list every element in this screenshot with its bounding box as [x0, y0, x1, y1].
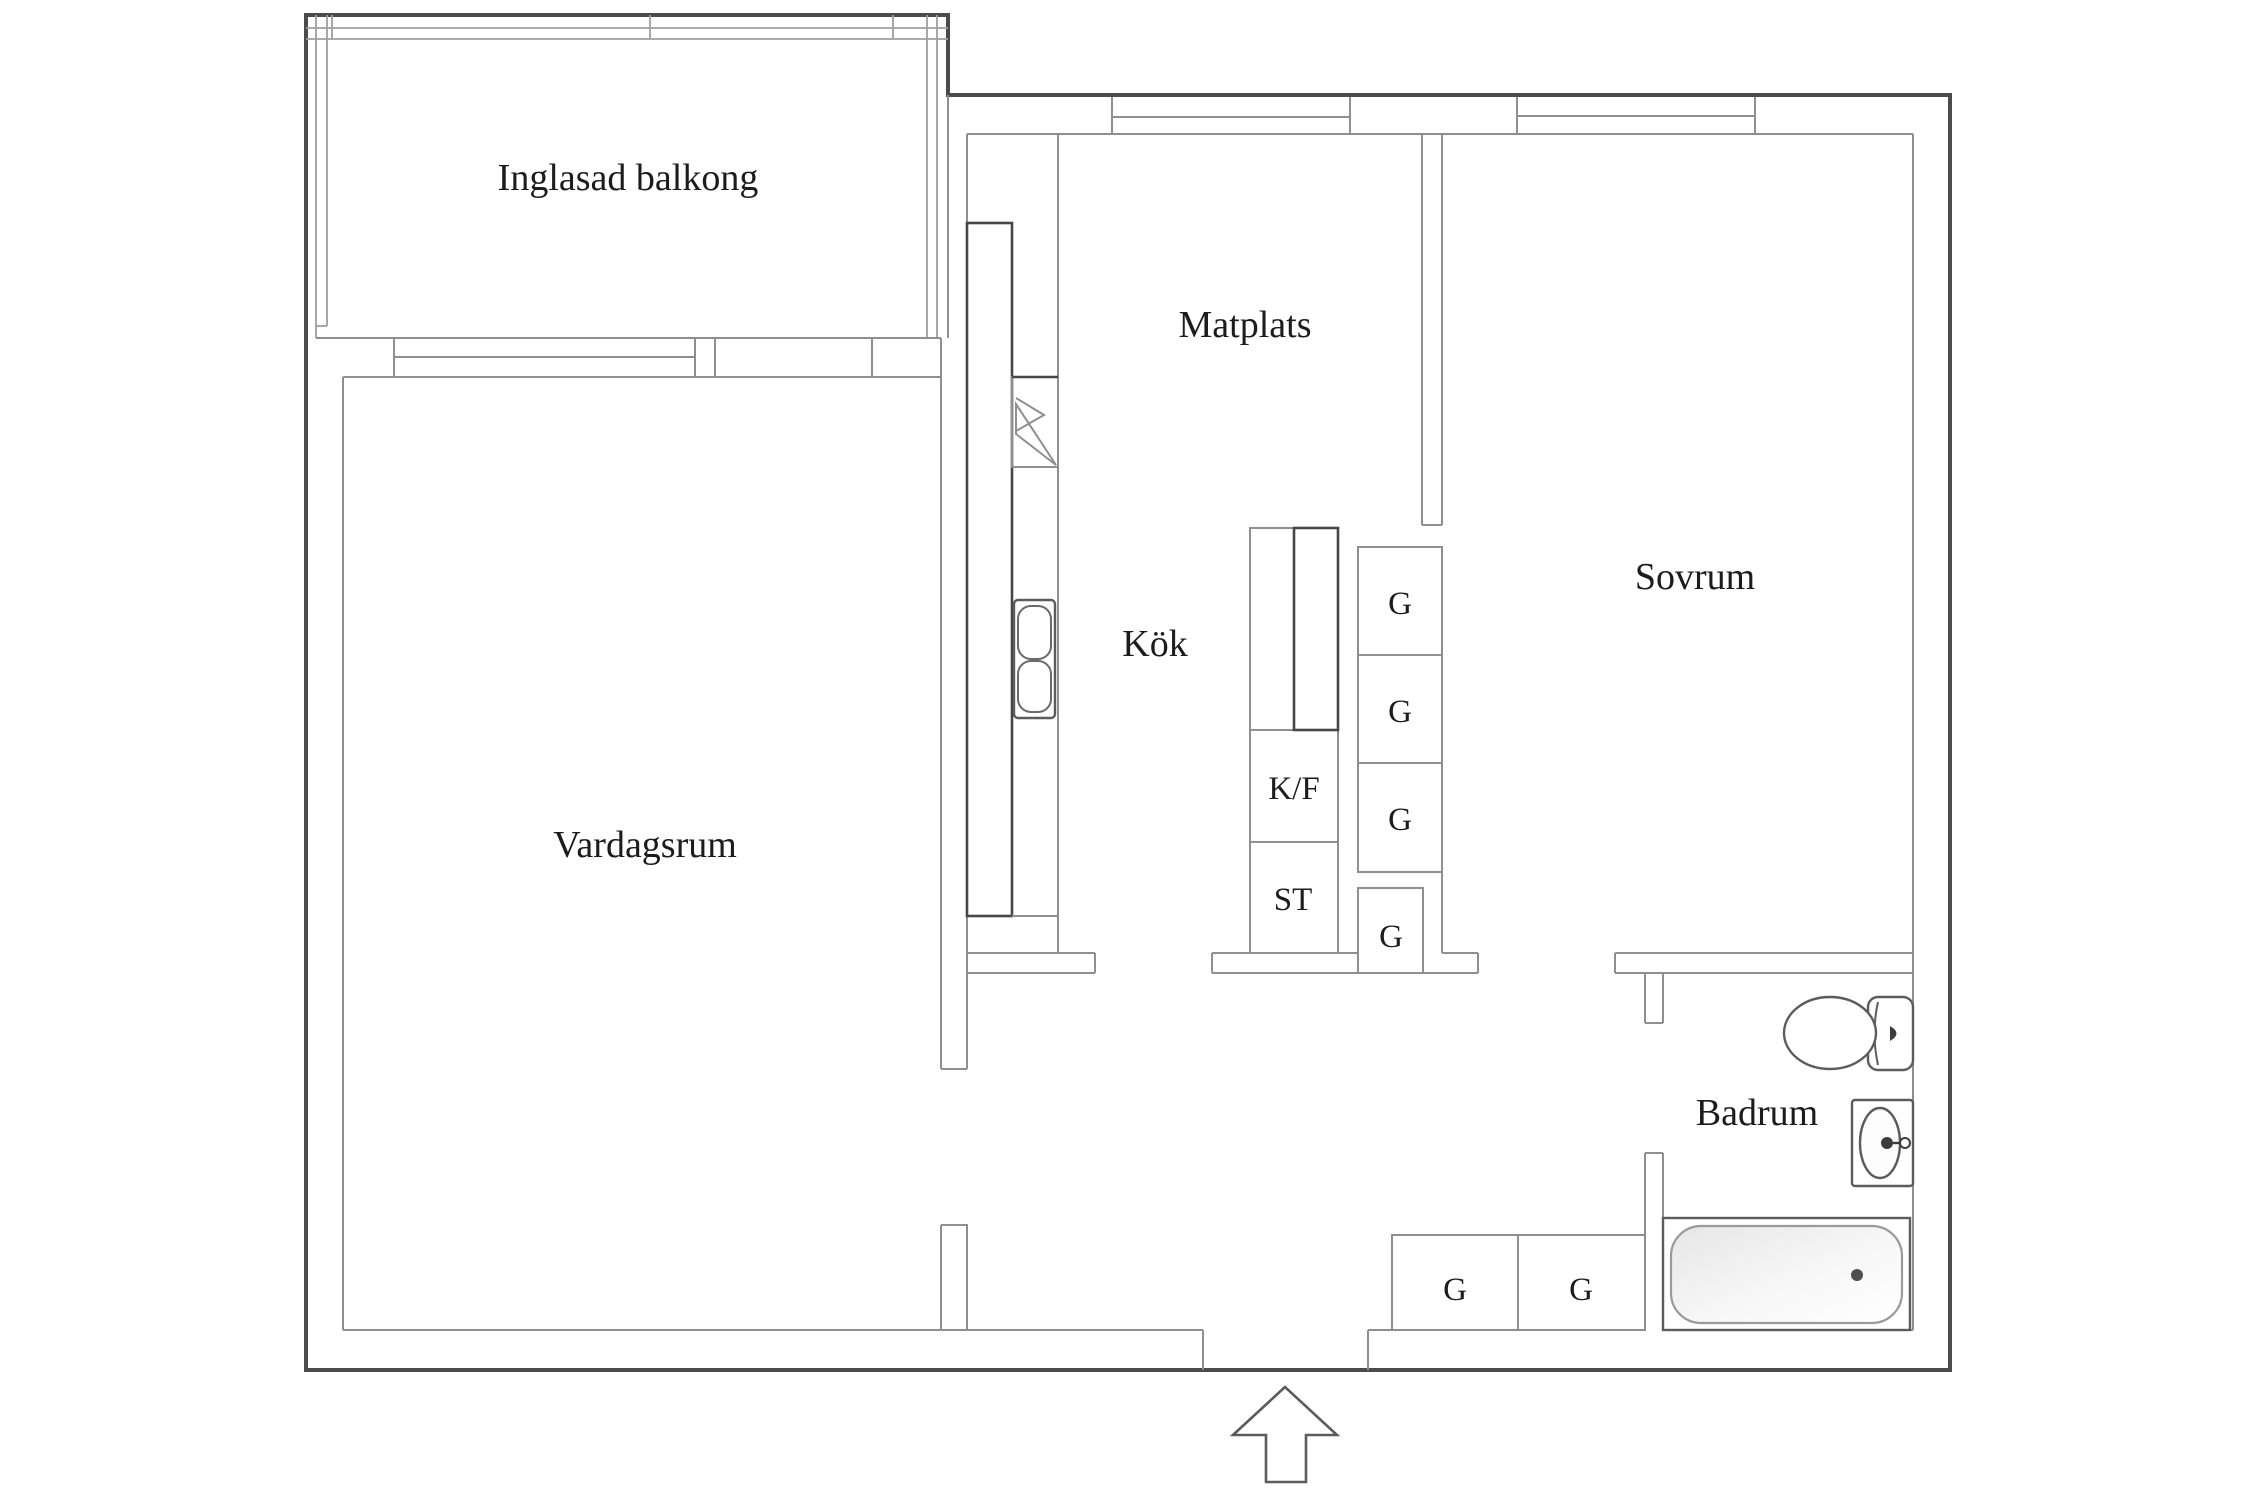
room-label-bedroom: Sovrum [1635, 556, 1755, 598]
inner-wall-edges [342, 133, 1914, 1370]
room-label-living-room: Vardagsrum [553, 824, 737, 866]
window [1111, 97, 1351, 134]
entrance-arrow-icon [1229, 1385, 1341, 1484]
bedroom-south-wall [1614, 952, 1913, 974]
room-label-balcony: Inglasad balkong [498, 157, 759, 199]
bathroom-left-wall [1644, 973, 1664, 1330]
bathtub-icon [1661, 1216, 1912, 1332]
balcony-glazing [306, 15, 949, 339]
kitchen-south-wall [966, 952, 1358, 974]
wardrobe-column [1357, 546, 1443, 974]
wardrobe-label: G [1388, 586, 1412, 622]
room-label-kitchen: Kök [1122, 623, 1187, 665]
hallway-wardrobes [1391, 1234, 1646, 1331]
wardrobe-label: G [1388, 694, 1412, 730]
outer-wall [304, 13, 1952, 1372]
kitchen-cabinet-column [1249, 526, 1340, 954]
fridge-freezer-label: K/F [1268, 771, 1319, 807]
washbasin-icon [1850, 1098, 1915, 1188]
wardrobe-label: G [1443, 1272, 1467, 1308]
cleaning-closet-label: ST [1274, 882, 1313, 918]
room-label-dining-area: Matplats [1179, 304, 1312, 346]
kitchen-counter-left [965, 134, 1059, 953]
toilet-icon [1782, 995, 1915, 1072]
stove-icon [1011, 375, 1059, 468]
kitchen-sink-icon [1012, 598, 1057, 720]
wardrobe-label: G [1379, 919, 1403, 955]
bedroom-left-wall [1421, 134, 1479, 974]
window [1516, 97, 1756, 134]
living-room-right-wall [940, 338, 968, 1330]
room-label-bathroom: Badrum [1696, 1092, 1818, 1134]
wardrobe-label: G [1569, 1272, 1593, 1308]
wardrobe-label: G [1388, 802, 1412, 838]
living-room-top-wall [343, 338, 941, 378]
